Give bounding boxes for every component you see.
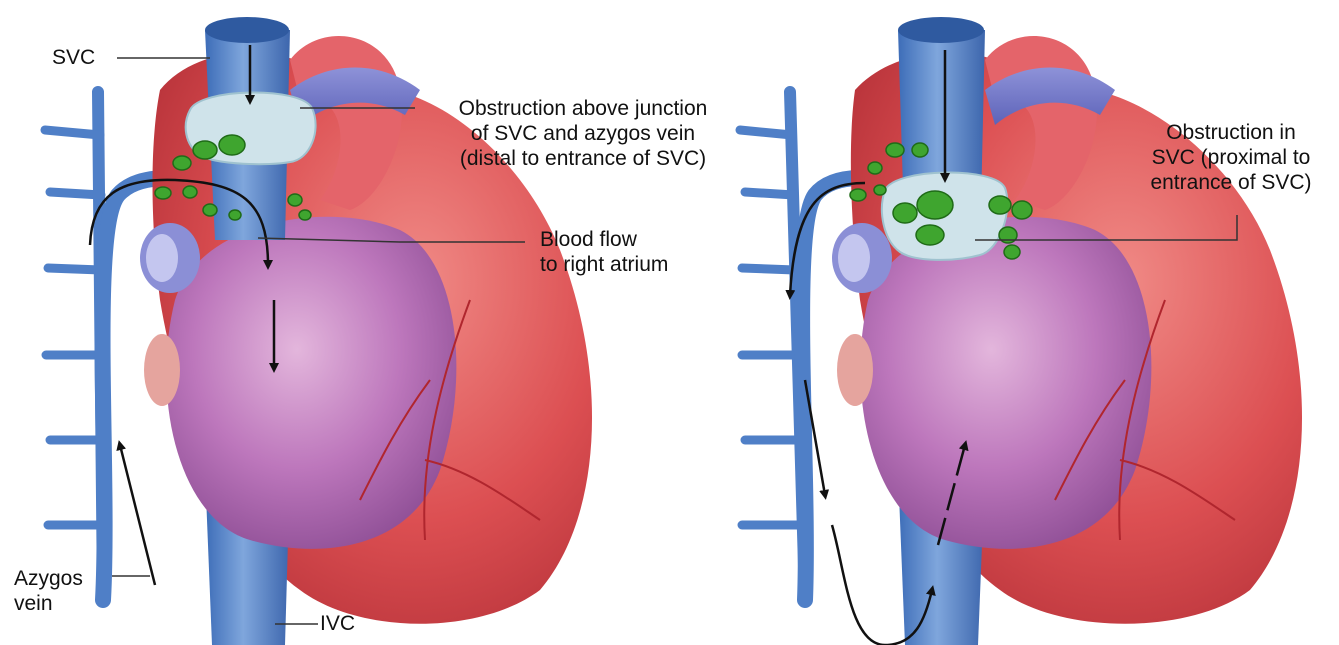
label-blood-flow: Blood flow to right atrium	[540, 227, 668, 277]
label-obstruction-above-line3: (distal to entrance of SVC)	[418, 146, 748, 171]
pulmonary-vein-opening-right	[838, 234, 870, 282]
label-azygos-line2: vein	[14, 591, 83, 616]
label-blood-flow-line1: Blood flow	[540, 227, 668, 252]
right-atrium-right	[860, 217, 1151, 549]
label-obstruction-above-line1: Obstruction above junction	[418, 96, 748, 121]
label-svc: SVC	[52, 45, 95, 70]
label-blood-flow-line2: to right atrium	[540, 252, 668, 277]
label-obstruction-in: Obstruction in SVC (proximal to entrance…	[1125, 120, 1337, 195]
right-atrium-left	[166, 217, 456, 549]
right-heart-illustration	[740, 17, 1302, 645]
label-obstruction-above-line2: of SVC and azygos vein	[418, 121, 748, 146]
label-obstruction-in-line2: SVC (proximal to	[1125, 145, 1337, 170]
svc-opening-right	[898, 17, 984, 43]
vessel-rings-right	[837, 334, 873, 406]
label-obstruction-above: Obstruction above junction of SVC and az…	[418, 96, 748, 171]
svc-opening-left	[205, 17, 289, 43]
label-azygos-line1: Azygos	[14, 566, 83, 591]
pulmonary-vein-opening-left	[146, 234, 178, 282]
vessel-rings-left	[144, 334, 180, 406]
label-obstruction-in-line1: Obstruction in	[1125, 120, 1337, 145]
label-obstruction-in-line3: entrance of SVC)	[1125, 170, 1337, 195]
label-ivc: IVC	[320, 611, 355, 636]
label-azygos-vein: Azygos vein	[14, 566, 83, 616]
